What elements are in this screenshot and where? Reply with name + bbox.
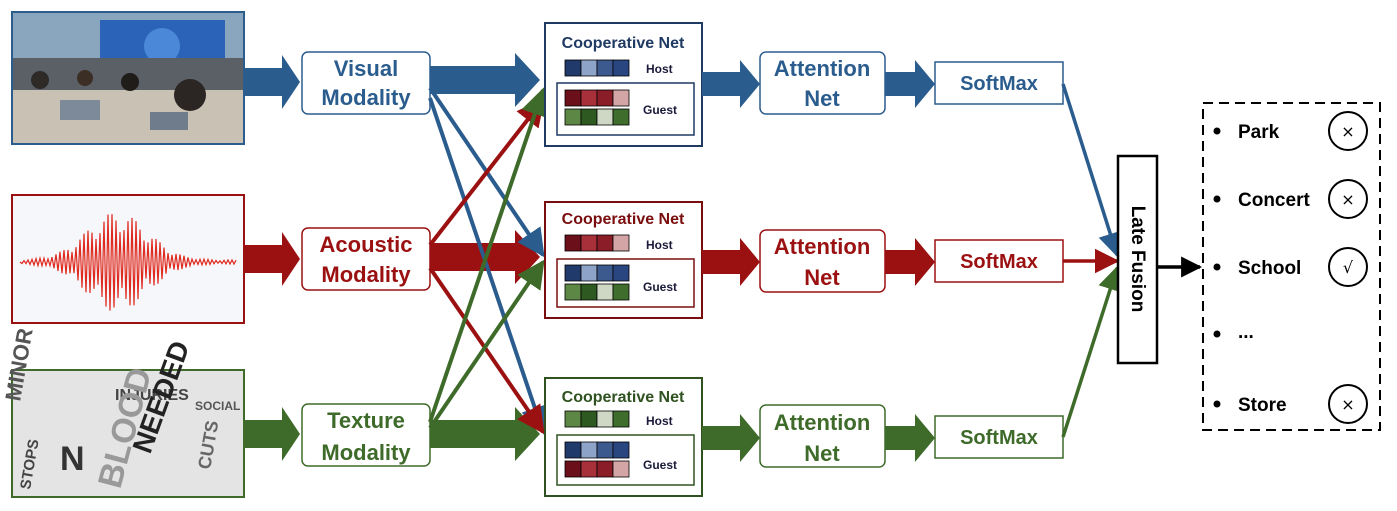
late-fusion-label: Late Fusion <box>1127 206 1148 313</box>
texture-softmax: SoftMax <box>934 415 1064 459</box>
texture-host-label: Host <box>646 414 673 428</box>
svg-text:N: N <box>60 440 85 478</box>
acoustic-softmax: SoftMax <box>934 239 1064 283</box>
visual-guest-features <box>564 89 630 126</box>
output-panel: Park × Concert × School √ ... Store × <box>1202 102 1381 431</box>
output-item-school: School √ <box>1213 247 1368 287</box>
acoustic-cooperative-net: Cooperative Net Host Guest <box>544 201 703 319</box>
texture-input-arrow <box>244 407 300 461</box>
output-item-ellipsis: ... <box>1213 322 1254 343</box>
check-mark-icon <box>1328 247 1368 287</box>
late-fusion-box: Late Fusion <box>1116 154 1159 365</box>
acoustic-host-label: Host <box>646 238 673 252</box>
acoustic-attention-line2: Net <box>804 265 840 290</box>
visual-to-coop-arrow <box>430 53 540 107</box>
output-label-park: Park <box>1238 122 1280 143</box>
svg-text:INJURIES: INJURIES <box>115 387 189 404</box>
svg-text:SOCIAL: SOCIAL <box>195 399 240 413</box>
texture-attention-line1: Attention <box>774 410 871 435</box>
visual-modality-box: Visual Modality <box>301 51 431 115</box>
classroom-image <box>11 11 245 145</box>
visual-guest-label: Guest <box>643 103 677 117</box>
bullet-icon <box>1213 263 1221 271</box>
output-label-concert: Concert <box>1238 190 1310 211</box>
acoustic-attention-net: Attention Net <box>759 229 886 293</box>
acoustic-coop-title: Cooperative Net <box>562 211 685 228</box>
visual-modality-line1: Visual <box>334 56 398 81</box>
output-item-park: Park × <box>1213 111 1368 151</box>
visual-attention-to-softmax-arrow <box>885 60 935 108</box>
bullet-icon <box>1213 127 1221 135</box>
acoustic-guest-features <box>564 264 630 301</box>
visual-modality-line2: Modality <box>321 85 411 110</box>
bullet-icon <box>1213 330 1221 338</box>
texture-modality-box: Texture Modality <box>301 403 431 467</box>
acoustic-guest-label: Guest <box>643 280 677 294</box>
visual-attention-line1: Attention <box>774 56 871 81</box>
visual-to-fusion-line <box>1061 83 1123 258</box>
texture-attention-net: Attention Net <box>759 404 886 468</box>
texture-attention-line2: Net <box>804 441 840 466</box>
acoustic-modality-line2: Modality <box>321 262 411 287</box>
output-item-concert: Concert × <box>1213 179 1368 219</box>
sound-wave <box>19 214 237 311</box>
acoustic-host-features <box>564 234 630 252</box>
wordcloud-image: MINOR N INJURIES NEEDED BLOOD STOPS CUTS… <box>0 326 245 498</box>
output-mark-store: × <box>1341 395 1354 414</box>
texture-softmax-label: SoftMax <box>960 427 1038 449</box>
texture-to-fusion-line <box>1061 265 1122 438</box>
acoustic-input-arrow <box>244 232 300 286</box>
visual-softmax-label: SoftMax <box>960 73 1038 95</box>
texture-guest-label: Guest <box>643 458 677 472</box>
cross-mark-icon <box>1328 384 1368 424</box>
output-label-ellipsis: ... <box>1238 322 1254 343</box>
output-label-store: Store <box>1238 395 1287 416</box>
cross-modal-links <box>428 86 549 435</box>
texture-modality-line1: Texture <box>327 408 405 433</box>
cross-mark-icon <box>1328 111 1368 151</box>
acoustic-coop-to-attention-arrow <box>702 238 760 286</box>
output-mark-concert: × <box>1341 190 1354 209</box>
texture-cooperative-net: Cooperative Net Host Guest <box>544 377 703 497</box>
visual-attention-net: Attention Net <box>759 51 886 115</box>
texture-coop-to-attention-arrow <box>702 414 760 462</box>
visual-host-features <box>564 59 630 77</box>
acoustic-modality-line1: Acoustic <box>320 232 413 257</box>
acoustic-modality-box: Acoustic Modality <box>301 227 431 291</box>
texture-to-coop-arrow <box>430 407 540 461</box>
visual-softmax: SoftMax <box>934 61 1064 105</box>
output-mark-school: √ <box>1343 258 1354 277</box>
output-label-school: School <box>1238 258 1301 279</box>
visual-coop-title: Cooperative Net <box>562 35 685 52</box>
visual-cooperative-net: Cooperative Net Host Guest <box>544 22 703 147</box>
bullet-icon <box>1213 400 1221 408</box>
texture-host-features <box>564 410 630 428</box>
acoustic-attention-to-softmax-arrow <box>885 238 935 286</box>
visual-input-arrow <box>244 55 300 109</box>
output-mark-park: × <box>1341 122 1354 141</box>
texture-coop-title: Cooperative Net <box>562 389 685 406</box>
bullet-icon <box>1213 195 1221 203</box>
texture-guest-features <box>564 441 630 478</box>
texture-attention-to-softmax-arrow <box>885 414 935 462</box>
visual-host-label: Host <box>646 62 673 76</box>
waveform-image <box>11 194 245 324</box>
visual-attention-line2: Net <box>804 86 840 111</box>
visual-coop-to-attention-arrow <box>702 60 760 108</box>
texture-modality-line2: Modality <box>321 440 411 465</box>
cross-mark-icon <box>1328 179 1368 219</box>
acoustic-softmax-label: SoftMax <box>960 251 1038 273</box>
output-item-store: Store × <box>1213 384 1368 424</box>
acoustic-attention-line1: Attention <box>774 234 871 259</box>
